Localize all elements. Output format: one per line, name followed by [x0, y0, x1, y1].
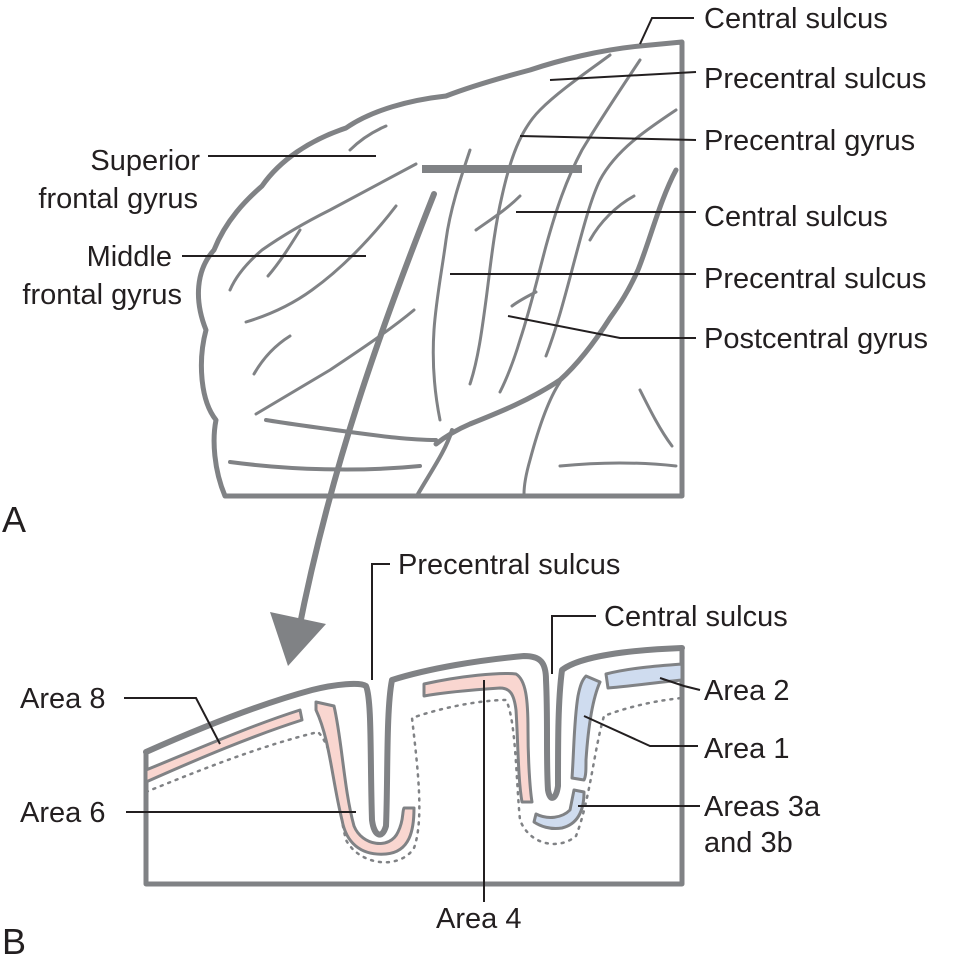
- leader-central-sulcus-b: [551, 615, 596, 674]
- panel-label-a: A: [2, 499, 26, 540]
- central-sulcus-line: [433, 167, 679, 447]
- panel-a-leaders: [182, 17, 697, 339]
- section-arrow-head: [270, 612, 326, 666]
- label-area-8: Area 8: [20, 683, 105, 715]
- label-areas-3a-line1: Areas 3a: [704, 791, 821, 823]
- gyrus-line-5: [588, 194, 636, 242]
- label-postcentral-gyrus: Postcentral gyrus: [704, 323, 928, 355]
- label-central-sulcus-2: Central sulcus: [704, 201, 888, 233]
- label-middle-frontal-line2: frontal gyrus: [22, 279, 182, 311]
- brain-surface-drawing: [195, 39, 685, 666]
- superior-frontal-sulcus: [228, 162, 418, 292]
- label-central-sulcus-top: Central sulcus: [704, 3, 888, 35]
- brain-outline: [195, 39, 685, 499]
- frontal-sulcus-5: [252, 334, 292, 376]
- leader-precentral-sulcus-b: [371, 563, 390, 680]
- label-central-sulcus-b: Central sulcus: [604, 601, 788, 633]
- label-precentral-sulcus-1: Precentral sulcus: [704, 63, 926, 95]
- leader-postcentral-gyrus: [507, 315, 696, 339]
- leader-central-sulcus-top: [639, 17, 694, 45]
- temporal-sulcus-2: [558, 461, 678, 468]
- gyrus-line-2: [468, 53, 612, 386]
- label-precentral-sulcus-b: Precentral sulcus: [398, 549, 620, 581]
- leader-area-2: [659, 677, 701, 691]
- gyrus-line-6: [510, 290, 538, 308]
- frontal-sulcus-4: [266, 228, 302, 278]
- brain-base: [228, 460, 422, 472]
- frontal-sulcus-6: [348, 124, 388, 152]
- label-middle-frontal-line1: Middle: [87, 241, 172, 273]
- temporal-sulcus-3: [638, 388, 674, 448]
- gyrus-line-3: [431, 148, 472, 422]
- panel-b-leaders: [124, 563, 701, 902]
- precentral-sulcus-line: [498, 58, 642, 394]
- frontal-sulcus-3: [254, 308, 416, 416]
- frontal-sulcus-2: [244, 204, 398, 324]
- cortical-surface: [143, 645, 685, 838]
- label-precentral-gyrus: Precentral gyrus: [704, 125, 915, 157]
- label-area-1: Area 1: [704, 733, 789, 765]
- gyrus-line-4: [474, 194, 522, 232]
- label-areas-3a-line2: and 3b: [704, 827, 793, 859]
- area-6-region: [314, 700, 416, 856]
- label-area-6: Area 6: [20, 797, 105, 829]
- label-superior-frontal-line2: frontal gyrus: [38, 183, 198, 215]
- area-4-region: [422, 672, 534, 804]
- cross-section-drawing: [143, 645, 685, 887]
- temporal-sulcus: [522, 380, 562, 496]
- label-precentral-sulcus-2: Precentral sulcus: [704, 263, 926, 295]
- areas-3a-3b-region: [532, 788, 586, 830]
- section-box: [143, 645, 685, 887]
- panel-a-text: Central sulcus Precentral sulcus Precent…: [2, 3, 928, 540]
- area-8-region: [144, 708, 304, 784]
- panel-b-text: Precentral sulcus Central sulcus Area 8 …: [2, 549, 821, 962]
- leader-precentral-sulcus-1: [549, 71, 697, 81]
- white-matter-boundary: [144, 696, 684, 864]
- panel-label-b: B: [2, 921, 26, 962]
- label-area-2: Area 2: [704, 675, 789, 707]
- leader-area-8: [124, 697, 221, 745]
- label-superior-frontal-line1: Superior: [90, 145, 200, 177]
- area-2-region: [604, 662, 684, 690]
- section-arrow-shaft: [295, 191, 437, 637]
- area-1-region: [570, 674, 602, 782]
- label-area-4: Area 4: [436, 903, 521, 935]
- lateral-sulcus-branch: [416, 428, 454, 496]
- leader-area-1: [583, 715, 698, 747]
- leader-precentral-gyrus: [519, 135, 697, 141]
